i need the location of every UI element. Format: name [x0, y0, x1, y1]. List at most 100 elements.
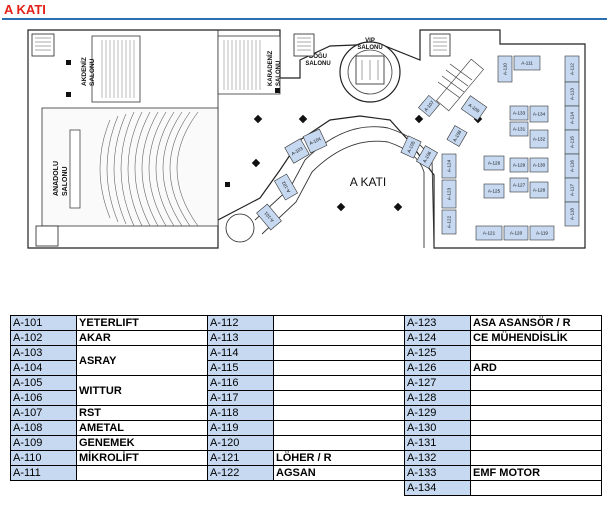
- booth-a-116[interactable]: A-116: [564, 153, 580, 179]
- booth-a-122[interactable]: A-122: [441, 209, 457, 235]
- booth-a-132[interactable]: A-132: [529, 129, 549, 149]
- booth-a-108[interactable]: A-108: [446, 125, 468, 147]
- booth-code-cell: A-128: [404, 390, 471, 406]
- booth-a-115[interactable]: A-115: [564, 129, 580, 155]
- booth-a-110[interactable]: A-110: [497, 55, 513, 83]
- booth-shape: [529, 225, 555, 241]
- stairs: [31, 33, 451, 247]
- booth-a-127[interactable]: A-127: [509, 177, 529, 193]
- exhibitor-name-cell: GENEMEK: [76, 435, 208, 451]
- exhibitor-name-cell: MİKROLİFT: [76, 450, 208, 466]
- booth-a-112[interactable]: A-112: [564, 55, 580, 83]
- exhibitor-name-cell: [470, 345, 602, 361]
- booth-code-cell: A-112: [207, 315, 274, 331]
- booth-a-125[interactable]: A-125: [483, 183, 505, 199]
- booth-a-102[interactable]: A-102: [274, 173, 298, 201]
- exhibitor-name-cell: [76, 465, 208, 481]
- booth-label: A-112: [570, 63, 575, 75]
- booth-a-118[interactable]: A-118: [564, 201, 580, 227]
- booth-a-111[interactable]: A-111: [513, 55, 541, 71]
- exhibitor-name-cell: [273, 435, 405, 451]
- booth-label: A-116: [570, 160, 575, 172]
- booth-a-105[interactable]: A-105: [400, 135, 422, 159]
- booth-label: A-132: [533, 137, 546, 142]
- booth-code-cell: A-101: [10, 315, 77, 331]
- booth-shape: [441, 209, 457, 235]
- booth-a-104[interactable]: A-104: [302, 128, 328, 154]
- booth-label: A-103: [290, 146, 304, 157]
- booth-code-cell: A-103: [10, 345, 77, 361]
- booth-a-131[interactable]: A-131: [509, 121, 529, 137]
- booth-shape: [503, 225, 529, 241]
- booth-a-130[interactable]: A-130: [529, 157, 549, 173]
- booth-a-128[interactable]: A-128: [529, 181, 549, 199]
- booth-label: A-131: [513, 127, 526, 132]
- booth-a-107[interactable]: A-107: [418, 94, 440, 118]
- exhibitor-name-cell: AMETAL: [76, 420, 208, 436]
- booth-code-cell: A-114: [207, 345, 274, 361]
- columns: [66, 60, 483, 212]
- exhibitor-name-cell: [273, 330, 405, 346]
- booth-code-cell: A-117: [207, 390, 274, 406]
- exhibitor-name-cell: AGSAN: [273, 465, 405, 481]
- booth-a-114[interactable]: A-114: [564, 105, 580, 131]
- booth-label: A-126: [488, 161, 501, 166]
- booth-a-119[interactable]: A-119: [529, 225, 555, 241]
- exhibitor-name-cell: [470, 420, 602, 436]
- booth-label: A-134: [533, 112, 546, 117]
- booth-a-120[interactable]: A-120: [503, 225, 529, 241]
- booth-shape: [446, 125, 468, 147]
- empty-cell: [11, 481, 77, 496]
- akdeniz-hall-label: AKDENİZSALONU: [80, 57, 96, 86]
- exhibitor-name-cell: ASRAY: [76, 345, 208, 376]
- booth-a-101[interactable]: A-101: [256, 203, 282, 231]
- booth-code-cell: A-108: [10, 420, 77, 436]
- booth-code-cell: A-119: [207, 420, 274, 436]
- exhibitor-name-cell: [273, 420, 405, 436]
- booth-a-106[interactable]: A-106: [416, 145, 438, 169]
- escalator: [436, 58, 484, 112]
- booth-shape: [529, 157, 549, 173]
- akdeniz-hall: AKDENİZSALONU: [80, 35, 141, 103]
- exhibitor-name-cell: [273, 360, 405, 376]
- exhibitor-name-cell: WITTUR: [76, 375, 208, 406]
- empty-cell: [274, 481, 405, 496]
- booth-label: A-133: [513, 111, 526, 116]
- booth-code-cell: A-124: [404, 330, 471, 346]
- booth-label: A-127: [513, 183, 526, 188]
- booth-code-cell: A-111: [10, 465, 77, 481]
- exhibitor-name-cell: [470, 480, 602, 496]
- booth-label: A-107: [423, 99, 435, 112]
- booth-a-133[interactable]: A-133: [509, 105, 529, 121]
- booth-a-129[interactable]: A-129: [509, 157, 529, 173]
- booth-a-117[interactable]: A-117: [564, 177, 580, 203]
- booth-label: A-115: [570, 136, 575, 148]
- booth-shape: [483, 183, 505, 199]
- booth-a-124[interactable]: A-124: [441, 153, 457, 179]
- booth-a-126[interactable]: A-126: [483, 155, 505, 171]
- booth-a-134[interactable]: A-134: [529, 105, 549, 123]
- booth-a-109[interactable]: A-109: [460, 95, 488, 121]
- booth-code-cell: A-106: [10, 390, 77, 406]
- booth-a-103[interactable]: A-103: [284, 138, 310, 164]
- booth-code-cell: A-115: [207, 360, 274, 376]
- booth-a-123[interactable]: A-123: [441, 179, 457, 209]
- booth-shape: [441, 153, 457, 179]
- booth-label: A-124: [447, 159, 452, 172]
- booth-shape: [529, 105, 549, 123]
- booth-label: A-113: [570, 88, 575, 100]
- booth-a-121[interactable]: A-121: [475, 225, 503, 241]
- booth-shape: [513, 55, 541, 71]
- booth-a-113[interactable]: A-113: [564, 81, 580, 107]
- exhibitor-name-cell: [273, 405, 405, 421]
- exhibitor-name-cell: ASA ASANSÖR / R: [470, 315, 602, 331]
- exhibitor-name-cell: [470, 390, 602, 406]
- booth-label: A-105: [406, 140, 416, 154]
